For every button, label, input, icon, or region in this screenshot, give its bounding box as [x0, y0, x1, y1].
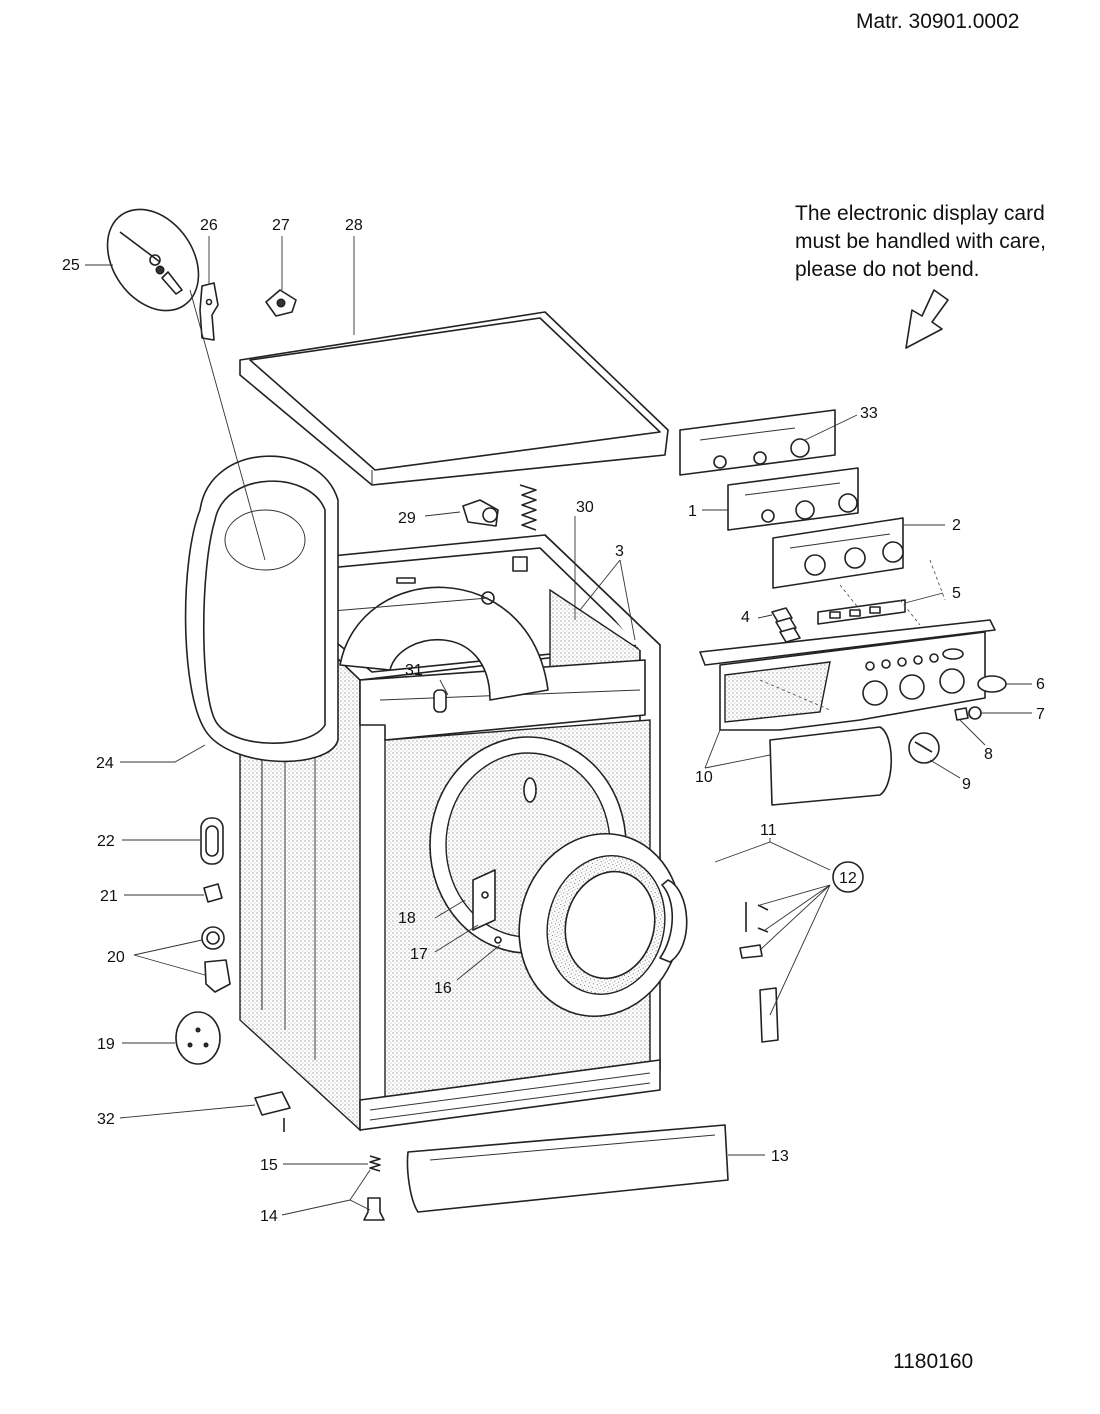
- callout-12: 12: [839, 870, 857, 887]
- document-number: 1180160: [893, 1350, 974, 1373]
- part-10-drawer-front: [769, 726, 893, 806]
- callout-14: 14: [260, 1208, 278, 1225]
- note-line-3: please do not bend.: [795, 258, 980, 281]
- callout-7: 7: [1036, 706, 1045, 723]
- callout-12-circle: [832, 861, 864, 893]
- rear-panel: [184, 455, 339, 763]
- part-27-pressure-switch: [265, 289, 297, 317]
- part-22-seal: [200, 817, 224, 865]
- part-9-knob: [908, 732, 940, 764]
- callout-27: 27: [272, 217, 290, 234]
- part-20-pump-parts: [201, 926, 231, 993]
- callout-9: 9: [962, 776, 971, 793]
- note-line-2: must be handled with care,: [795, 230, 1046, 253]
- callout-1: 1: [688, 503, 697, 520]
- callout-28: 28: [345, 217, 363, 234]
- part-29-clip: [462, 499, 499, 527]
- callout-11: 11: [760, 822, 777, 839]
- callout-3: 3: [615, 543, 624, 560]
- part-1-electronic-card: [727, 467, 859, 531]
- part-25-cable-set: [106, 208, 200, 312]
- part-6-knob-cap: [977, 675, 1007, 693]
- callout-10: 10: [695, 769, 713, 786]
- callout-24: 24: [96, 755, 114, 772]
- callout-17: 17: [410, 946, 428, 963]
- callout-21: 21: [100, 888, 118, 905]
- callout-13: 13: [771, 1148, 789, 1165]
- note-line-1: The electronic display card: [795, 202, 1045, 225]
- callout-8: 8: [984, 746, 993, 763]
- callout-33: 33: [860, 405, 878, 422]
- callout-25: 25: [62, 257, 80, 274]
- part-19-foot-plate: [175, 1011, 221, 1065]
- callout-32: 32: [97, 1111, 115, 1128]
- down-left-arrow-icon: [905, 289, 949, 349]
- callout-29: 29: [398, 510, 416, 527]
- part-13-kickplate: [406, 1124, 729, 1213]
- part-32-hinge-block: [254, 1091, 291, 1132]
- part-14-foot: [363, 1197, 385, 1221]
- callout-22: 22: [97, 833, 115, 850]
- part-11-door: [518, 832, 688, 1018]
- callout-5: 5: [952, 585, 961, 602]
- callout-15: 15: [260, 1157, 278, 1174]
- callout-18: 18: [398, 910, 416, 927]
- part-4-push-buttons: [771, 607, 801, 643]
- callout-19: 19: [97, 1036, 115, 1053]
- callout-4: 4: [741, 609, 750, 626]
- part-10-control-panel: [699, 619, 996, 731]
- part-33-display-card: [679, 409, 836, 476]
- part-spring: [519, 484, 537, 531]
- callout-6: 6: [1036, 676, 1045, 693]
- part-12-hinge-kit: [739, 902, 779, 1043]
- part-2-electronic-card: [772, 517, 904, 589]
- part-31-tab: [433, 689, 447, 713]
- part-15-spring: [369, 1155, 381, 1172]
- callout-30: 30: [576, 499, 594, 516]
- material-number: Matr. 30901.0002: [856, 10, 1020, 33]
- part-7-8-indicator: [954, 706, 982, 721]
- handling-note: The electronic display card must be hand…: [795, 200, 1046, 284]
- callout-20: 20: [107, 949, 125, 966]
- part-5-button-holder: [817, 599, 906, 625]
- callout-26: 26: [200, 217, 218, 234]
- callout-31: 31: [405, 662, 423, 679]
- top-lid: [239, 311, 669, 486]
- callout-16: 16: [434, 980, 452, 997]
- part-26-hinge: [199, 282, 219, 341]
- leader-lines: [85, 236, 1032, 1216]
- callout-labels: 26 27 28 25 29 30 3 33 1 2 5 4 31 6 7 8 …: [62, 217, 1045, 1225]
- part-21-clip: [203, 883, 223, 903]
- callout-2: 2: [952, 517, 961, 534]
